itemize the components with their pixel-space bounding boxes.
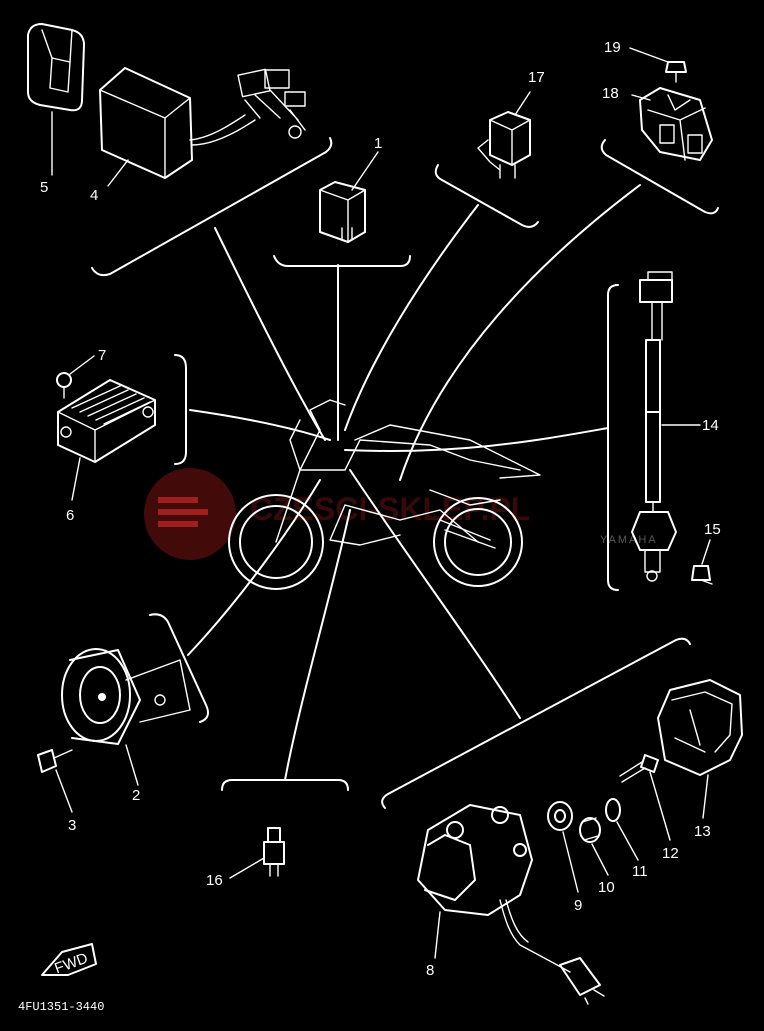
- callout-13: 13: [694, 823, 711, 840]
- callout-2: 2: [132, 787, 140, 804]
- callout-7: 7: [98, 347, 106, 364]
- callout-1: 1: [374, 135, 382, 152]
- callout-9: 9: [574, 897, 582, 914]
- part-8-sensor-body: [417, 804, 605, 1005]
- part-19-screw: [665, 61, 687, 83]
- part-6-rectifier-regulator: [57, 379, 156, 463]
- part-2-horn: [61, 648, 191, 745]
- part-17-flasher-relay: [477, 111, 531, 179]
- part-16-sensor: [263, 827, 285, 877]
- part-4-cdi-unit: [99, 67, 306, 179]
- callout-10: 10: [598, 879, 615, 896]
- part-7-screw: [56, 372, 72, 399]
- part-1-relay: [319, 181, 366, 243]
- callout-3: 3: [68, 817, 76, 834]
- callout-pointers: [51, 47, 711, 959]
- callout-4: 4: [90, 187, 98, 204]
- callout-6: 6: [66, 507, 74, 524]
- callout-18: 18: [602, 85, 619, 102]
- callout-17: 17: [528, 69, 545, 86]
- callout-19: 19: [604, 39, 621, 56]
- part-10-collar: [579, 817, 601, 843]
- part-5-rubber-cover: [27, 23, 85, 112]
- part-14-switch-cable: [631, 271, 677, 582]
- watermark-sub: YAMAHA: [600, 534, 658, 546]
- motorcycle-illustration: [228, 399, 541, 590]
- leader-lines: [187, 184, 641, 781]
- callout-12: 12: [662, 845, 679, 862]
- watermark: CZESCI-SKLEP.PL YAMAHA: [144, 468, 658, 560]
- part-code-label: 4FU1351-3440: [18, 1000, 104, 1014]
- part-3-bolt: [37, 749, 73, 773]
- part-13-bracket: [657, 679, 743, 776]
- callout-15: 15: [704, 521, 721, 538]
- callout-5: 5: [40, 179, 48, 196]
- group-brackets: [91, 137, 719, 809]
- part-12-bolt: [619, 754, 659, 783]
- part-9-bushing: [547, 801, 573, 831]
- part-15-screw: [691, 565, 713, 585]
- part-11-washer: [605, 798, 621, 822]
- callout-numbers: 1 2 3 4 5 6 7 8 9 10 11 12 13 14 15 16 1…: [40, 39, 721, 979]
- part-18-starter-relay: [639, 87, 713, 161]
- callout-16: 16: [206, 872, 223, 889]
- callout-8: 8: [426, 962, 434, 979]
- callout-11: 11: [632, 863, 648, 880]
- fwd-arrow-icon: FWD: [41, 943, 97, 977]
- callout-14: 14: [702, 417, 719, 434]
